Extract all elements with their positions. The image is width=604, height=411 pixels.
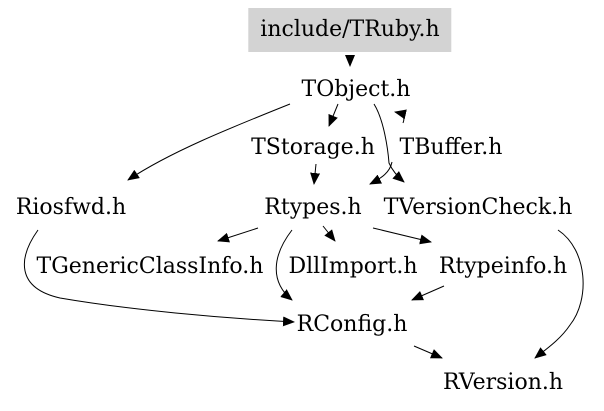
node-riosfwd[interactable]: Riosfwd.h [15, 195, 127, 220]
edge-tstorage-to-rtypes [310, 163, 321, 185]
edge-tobject-to-tbuffer [394, 109, 407, 124]
edge-rtypeinfo-to-rconfig [411, 285, 445, 301]
edge-tbuffer-to-rtypes [369, 161, 393, 185]
edge-rtypes-to-tgenericclassinfo [217, 227, 259, 243]
node-dllimport[interactable]: DllImport.h [288, 254, 418, 279]
node-tbuffer[interactable]: TBuffer.h [399, 135, 503, 160]
edge-tobject-to-tversioncheck [373, 103, 405, 183]
edge-tobject-to-riosfwd [127, 103, 291, 181]
node-tobject[interactable]: TObject.h [301, 77, 411, 102]
node-rconfig[interactable]: RConfig.h [296, 312, 408, 337]
node-tgenericclassinfo[interactable]: TGenericClassInfo.h [36, 254, 264, 279]
node-tstorage[interactable]: TStorage.h [251, 135, 375, 160]
edge-rtypes-to-rconfig [275, 229, 293, 301]
node-rtypes[interactable]: Rtypes.h [264, 195, 362, 220]
edge-tobject-to-tstorage [328, 103, 339, 127]
edge-rtypes-to-dllimport [322, 225, 336, 242]
edge-tversioncheck-to-rversion [534, 229, 584, 359]
edge-riosfwd-to-rconfig [24, 229, 295, 327]
node-rversion[interactable]: RVersion.h [442, 370, 564, 395]
edge-rconfig-to-rversion [413, 345, 443, 359]
node-truby[interactable]: include/TRuby.h [248, 8, 452, 52]
node-rtypeinfo[interactable]: Rtypeinfo.h [438, 254, 568, 279]
node-tversioncheck[interactable]: TVersionCheck.h [383, 195, 573, 220]
edge-rtypes-to-rtypeinfo [372, 227, 432, 245]
